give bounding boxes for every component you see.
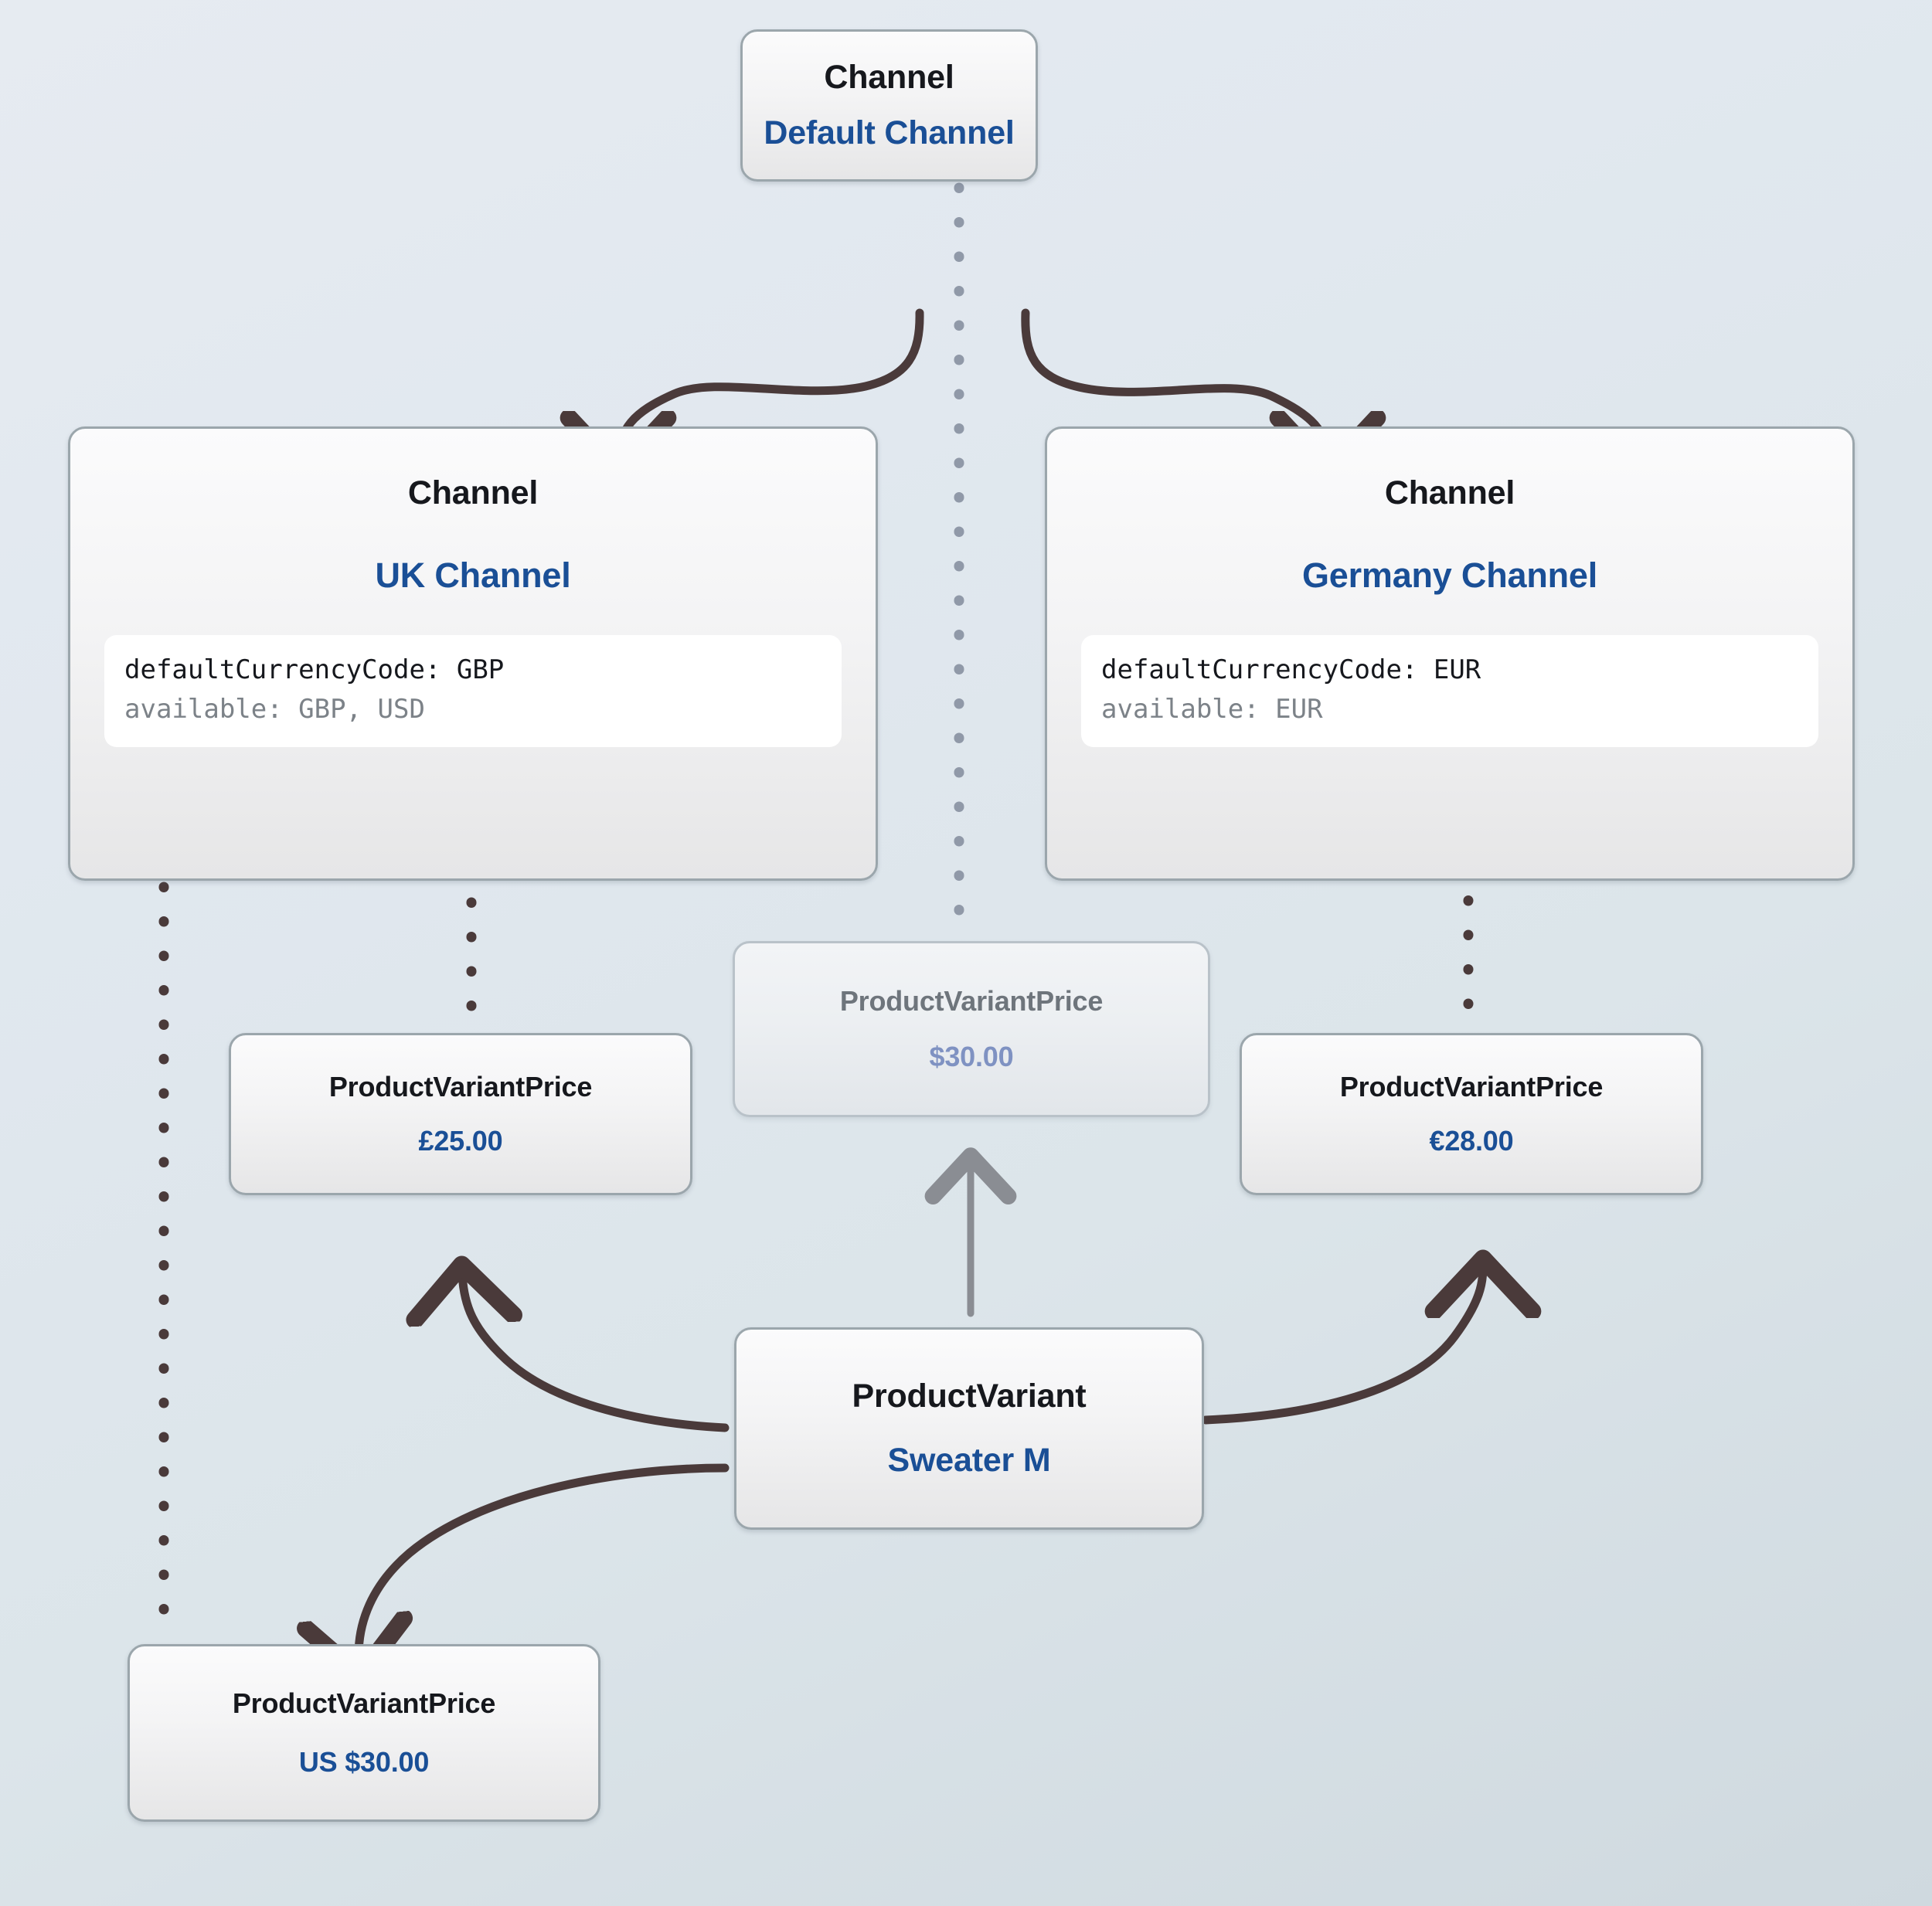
node-type-label: Channel xyxy=(407,474,539,511)
node-germany-channel[interactable]: Channel Germany Channel defaultCurrencyC… xyxy=(1045,426,1855,881)
node-type-label: ProductVariant xyxy=(852,1377,1087,1415)
node-type-label: ProductVariantPrice xyxy=(328,1071,593,1103)
code-line-default-currency: defaultCurrencyCode: EUR xyxy=(1101,654,1481,685)
node-price-value: US $30.00 xyxy=(298,1746,430,1778)
node-name-label: Sweater M xyxy=(887,1442,1051,1479)
node-product-variant[interactable]: ProductVariant Sweater M xyxy=(734,1327,1204,1530)
arrow-variant-to-gbp xyxy=(462,1273,730,1432)
node-price-eur[interactable]: ProductVariantPrice €28.00 xyxy=(1240,1033,1703,1195)
code-line-default-currency: defaultCurrencyCode: GBP xyxy=(124,654,505,685)
node-price-value: $30.00 xyxy=(929,1041,1014,1072)
node-type-label: ProductVariantPrice xyxy=(1339,1071,1604,1103)
code-line-available-currencies: available: GBP, USD xyxy=(124,694,425,725)
node-type-label: Channel xyxy=(824,59,954,97)
node-name-label: Germany Channel xyxy=(1301,555,1598,596)
germany-channel-code-block: defaultCurrencyCode: EUR available: EUR xyxy=(1081,634,1818,747)
node-type-label: ProductVariantPrice xyxy=(839,985,1104,1018)
node-name-label: Default Channel xyxy=(764,114,1015,151)
node-default-channel[interactable]: Channel Default Channel xyxy=(740,29,1038,182)
node-name-label: UK Channel xyxy=(375,555,571,596)
node-price-usd[interactable]: ProductVariantPrice US $30.00 xyxy=(128,1644,600,1822)
uk-channel-code-block: defaultCurrencyCode: GBP available: GBP,… xyxy=(104,634,842,747)
node-price-value: £25.00 xyxy=(418,1125,503,1157)
node-price-gbp[interactable]: ProductVariantPrice £25.00 xyxy=(229,1033,692,1195)
node-type-label: ProductVariantPrice xyxy=(232,1687,496,1720)
node-uk-channel[interactable]: Channel UK Channel defaultCurrencyCode: … xyxy=(68,426,878,881)
arrow-variant-to-usd xyxy=(359,1463,730,1667)
arrow-variant-to-eur xyxy=(1201,1267,1483,1425)
node-price-usd-ghost[interactable]: ProductVariantPrice $30.00 xyxy=(733,941,1210,1117)
node-price-value: €28.00 xyxy=(1429,1125,1514,1157)
node-type-label: Channel xyxy=(1384,474,1515,511)
code-line-available-currencies: available: EUR xyxy=(1101,694,1323,725)
